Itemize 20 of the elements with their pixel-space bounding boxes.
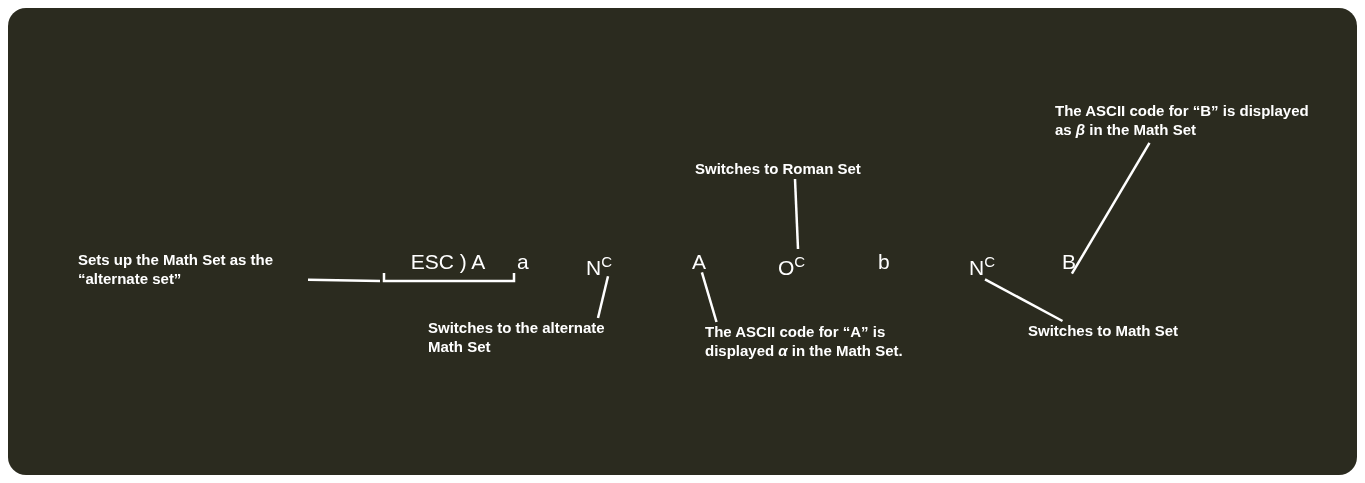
sequence-character: A [692, 249, 714, 275]
leader-line [700, 272, 718, 323]
annotation-text: The ASCII code for “B” is displayed as β in the Math Set [1055, 101, 1325, 139]
sequence-character: b [878, 249, 890, 275]
sequence-character: a [517, 249, 529, 275]
annotation-text: Sets up the Math Set as the “alternate set” [78, 250, 308, 288]
sequence-character: B [1062, 249, 1084, 275]
control-character: N$^{C}$ [586, 249, 626, 281]
leader-line [307, 278, 381, 283]
leader-line [596, 275, 610, 319]
leader-line [984, 278, 1064, 323]
annotation-text: Switches to Math Set [1028, 321, 1258, 340]
leader-line [793, 178, 800, 250]
annotation-text: Switches to Roman Set [695, 159, 945, 178]
annotation-text: Switches to the alternate Math Set [428, 318, 628, 356]
control-character: N$^{C}$ [969, 249, 1009, 281]
leader-line [1070, 142, 1151, 275]
control-character: O$^{C}$ [778, 249, 818, 281]
bracketed-sequence: ESC ) A [380, 249, 516, 283]
annotation-text: The ASCII code for “A” is displayed α in the Math Set. [705, 322, 935, 360]
